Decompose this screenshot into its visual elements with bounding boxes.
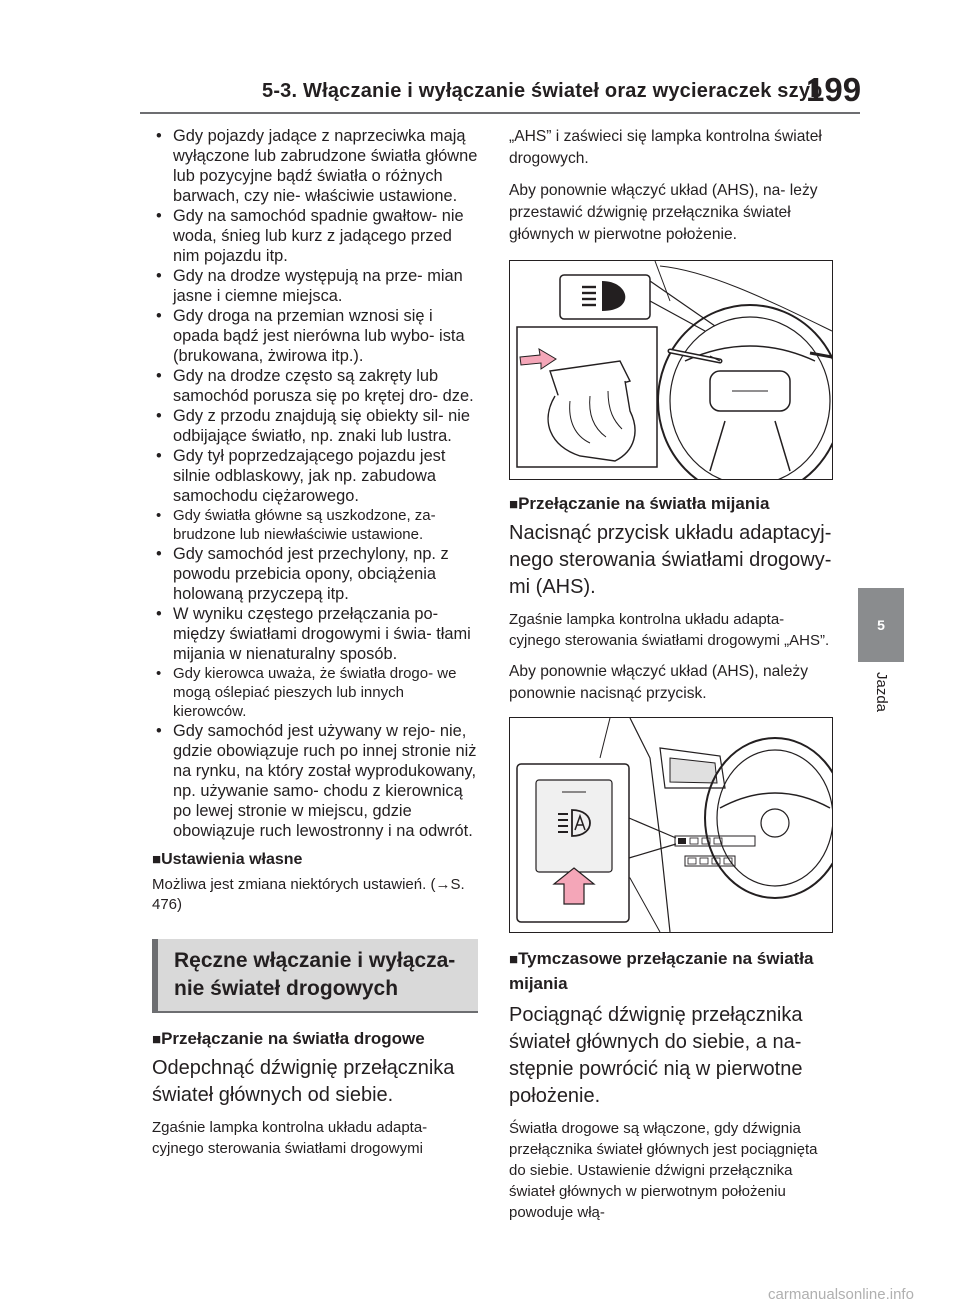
low-beam-note: Zgaśnie lampka kontrolna układu adapta- … [509, 611, 830, 649]
header-rule [140, 112, 860, 114]
custom-settings-text: Możliwa jest zmiana niektórych ustawień.… [152, 876, 465, 913]
temp-low-beam-note: Światła drogowe są włączone, gdy dźwigni… [509, 1120, 818, 1221]
square-bullet-icon: ■ [509, 496, 519, 513]
list-item: Gdy samochód jest używany w rejo- nie, g… [152, 721, 478, 841]
ahs-button-figure [509, 717, 833, 933]
high-beam-note-continued: „AHS” i zaświeci się lampka kontrolna św… [509, 128, 822, 167]
list-item: Gdy na drodze często są zakręty lub samo… [152, 366, 478, 406]
high-beam-icon [582, 281, 626, 311]
lever-push-figure [509, 260, 833, 480]
list-item: Gdy kierowca uważa, że światła drogo- we… [152, 664, 478, 721]
square-bullet-icon: ■ [152, 851, 162, 868]
square-bullet-icon: ■ [152, 1031, 162, 1048]
ahs-illustration [516, 718, 832, 932]
custom-settings-heading: ■Ustawienia własne [152, 851, 303, 868]
list-item: Gdy z przodu znajdują się obiekty sil- n… [152, 406, 478, 446]
list-item: Gdy samochód jest przechylony, np. z pow… [152, 544, 478, 604]
low-beam-restore-note: Aby ponownie włączyć układ (AHS), należy… [509, 663, 809, 702]
list-item: Gdy pojazdy jadące z naprzeciwka mają wy… [152, 126, 478, 206]
list-item: Gdy droga na przemian wznosi się i opada… [152, 306, 478, 366]
list-item: Gdy światła główne są uszkodzone, za- br… [152, 506, 478, 544]
chapter-tab[interactable]: 5 [858, 588, 904, 662]
chapter-label: Jazda [873, 672, 890, 713]
watermark: carmanualsonline.info [768, 1286, 914, 1303]
ahs-auto-high-beam-icon [558, 809, 591, 837]
high-beam-instruction: Odepchnąć dźwignię przełącznika świateł … [152, 1057, 455, 1106]
low-beam-heading: ■Przełączanie na światła mijania [509, 494, 770, 513]
condition-list: Gdy pojazdy jadące z naprzeciwka mają wy… [152, 126, 478, 841]
low-beam-instruction: Nacisnąć przycisk układu adaptacyj- nego… [509, 522, 832, 598]
temp-low-beam-heading: ■Tymczasowe przełączanie na światła mija… [509, 949, 814, 993]
high-beam-restore-note: Aby ponownie włączyć układ (AHS), na- le… [509, 182, 818, 243]
header-title: 5-3. Włączanie i wyłączanie świateł oraz… [262, 80, 823, 102]
list-item: W wyniku częstego przełączania po- międz… [152, 604, 478, 664]
square-bullet-icon: ■ [509, 951, 519, 968]
lever-illustration [516, 261, 832, 479]
list-item: Gdy tył poprzedzającego pojazdu jest sil… [152, 446, 478, 506]
push-arrow-icon [519, 348, 557, 370]
high-beam-note: Zgaśnie lampka kontrolna układu adapta- … [152, 1119, 428, 1157]
push-arrow-icon [552, 867, 596, 905]
high-beam-heading: ■Przełączanie na światła drogowe [152, 1029, 425, 1048]
chapter-number: 5 [877, 617, 885, 633]
temp-low-beam-instruction: Pociągnąć dźwignię przełącznika świateł … [509, 1004, 803, 1107]
right-column: „AHS” i zaświeci się lampka kontrolna św… [509, 126, 835, 1233]
list-item: Gdy na samochód spadnie gwałtow- nie wod… [152, 206, 478, 266]
left-column: Gdy pojazdy jadące z naprzeciwka mają wy… [152, 126, 478, 1169]
section-title-box: Ręczne włączanie i wyłącza- nie świateł … [152, 939, 478, 1013]
list-item: Gdy na drodze występują na prze- mian ja… [152, 266, 478, 306]
page-number: 199 [806, 71, 862, 108]
